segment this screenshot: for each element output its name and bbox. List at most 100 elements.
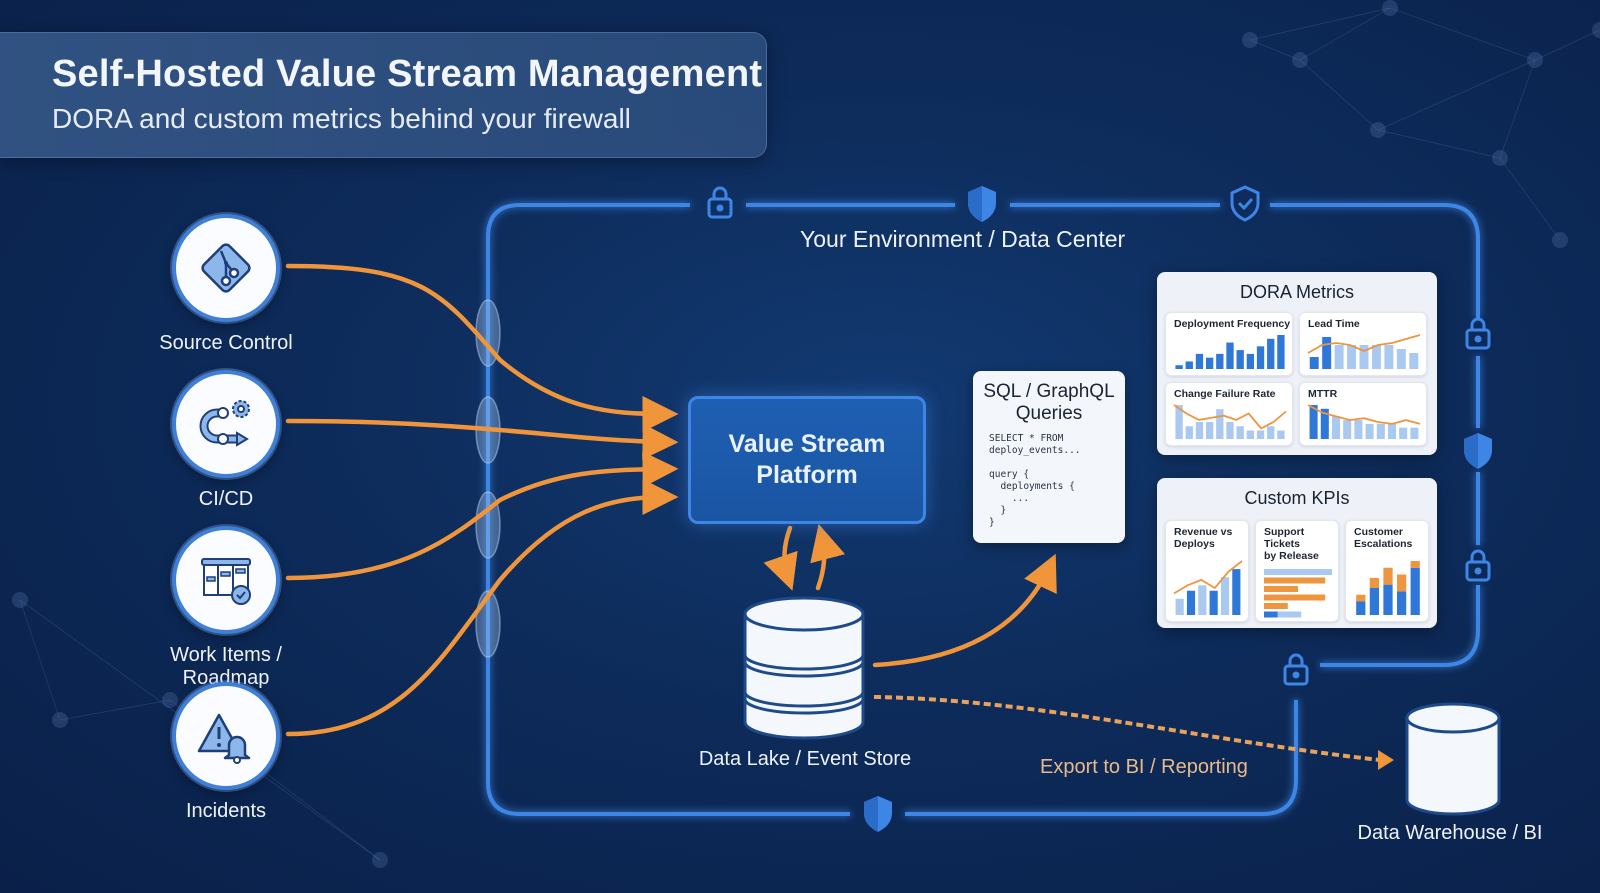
chart-bar xyxy=(1277,430,1285,439)
dora-chart-lead-time[interactable]: Lead Time xyxy=(1299,312,1427,376)
chart-hbar xyxy=(1264,603,1288,609)
alert-bell-icon xyxy=(197,713,251,764)
network-line xyxy=(1499,59,1536,159)
flow-work-items xyxy=(285,451,679,581)
network-line xyxy=(1534,29,1600,61)
chart-bar xyxy=(1384,345,1394,369)
chart-bar xyxy=(1354,420,1363,439)
dora-chart-deployment-frequency[interactable]: Deployment Frequency xyxy=(1165,312,1293,376)
chart-bar xyxy=(1387,423,1397,439)
chart-bar xyxy=(1195,353,1204,369)
network-node xyxy=(1370,122,1386,138)
network-line xyxy=(1377,129,1501,159)
chart-bar xyxy=(1267,338,1275,369)
network-line xyxy=(1249,39,1301,61)
source-node-label: Work Items / Roadmap xyxy=(170,644,282,689)
chart-hbar xyxy=(1264,594,1326,601)
source-node-incidents[interactable]: Incidents xyxy=(126,682,326,823)
query-card[interactable]: SQL / GraphQL Queries SELECT * FROM depl… xyxy=(973,371,1125,543)
source-node-cicd[interactable]: CI/CD xyxy=(126,370,326,511)
chart-bar xyxy=(1205,357,1214,369)
network-line xyxy=(1249,7,1391,41)
change-failure-rate-chart xyxy=(1173,404,1287,439)
chart-bar-segment xyxy=(1383,567,1393,585)
platform-datalake-flows xyxy=(763,523,1057,668)
source-node-source-control[interactable]: Source Control xyxy=(126,214,326,355)
chart-bar xyxy=(1309,357,1319,369)
chart-bar-segment xyxy=(1396,591,1407,615)
chart-hbar xyxy=(1264,569,1332,575)
chart-bar xyxy=(1396,349,1406,369)
chart-bar xyxy=(1246,353,1255,369)
chart-bar xyxy=(1320,408,1329,439)
chart-bar-segment xyxy=(1410,561,1420,568)
chart-bar xyxy=(1226,342,1234,369)
export-label: Export to BI / Reporting xyxy=(1040,756,1248,778)
chart-bar xyxy=(1195,422,1204,439)
chart-bar xyxy=(1309,405,1318,439)
data-lake-label: Data Lake / Event Store xyxy=(698,748,912,770)
chart-bar xyxy=(1175,365,1183,369)
lock-icon xyxy=(707,186,733,219)
chart-bar xyxy=(1236,426,1244,439)
query-card-title: SQL / GraphQL Queries xyxy=(973,381,1125,425)
chart-line xyxy=(1307,404,1421,425)
source-control-circle xyxy=(172,214,280,322)
network-node xyxy=(52,712,68,728)
query-title-line1: SQL / GraphQL xyxy=(983,381,1115,402)
chart-bar xyxy=(1334,345,1344,369)
dora-chart-mttr[interactable]: MTTR xyxy=(1299,382,1427,446)
customer-escalations-chart xyxy=(1356,561,1420,615)
chart-bar-segment xyxy=(1369,588,1380,615)
dora-metrics-panel[interactable]: DORA Metrics Deployment Frequency Lead T… xyxy=(1157,272,1437,455)
network-line xyxy=(59,699,171,721)
page-title: Self-Hosted Value Stream Management xyxy=(52,53,763,95)
chart-bar xyxy=(1376,423,1385,439)
network-node xyxy=(162,692,178,708)
chart-bar xyxy=(1246,430,1255,439)
network-node xyxy=(1492,150,1508,166)
chart-bar xyxy=(1205,422,1214,439)
chart-bar xyxy=(1399,427,1408,439)
flow-source-control xyxy=(285,263,679,432)
kanban-board-icon xyxy=(201,558,251,605)
source-node-work-items[interactable]: Work Items / Roadmap xyxy=(126,526,326,690)
platform-label-line1: Value Stream xyxy=(728,430,886,458)
inbound-flows xyxy=(285,263,679,737)
chart-bar xyxy=(1322,337,1332,369)
data-warehouse-label: Data Warehouse / BI xyxy=(1357,822,1543,844)
chart-bar xyxy=(1209,590,1218,615)
revenue-vs-deploys-chart xyxy=(1173,560,1243,615)
chart-bar xyxy=(1347,345,1357,369)
lock-icon xyxy=(1465,317,1491,350)
network-node xyxy=(1242,32,1258,48)
chart-line xyxy=(1307,334,1421,354)
network-node xyxy=(1292,52,1308,68)
flow-datalake-to-query xyxy=(872,553,1057,668)
chart-hbar xyxy=(1277,611,1302,618)
chart-line xyxy=(1173,404,1287,430)
shield-icon xyxy=(968,186,996,222)
mttr-chart xyxy=(1307,404,1421,439)
network-line xyxy=(1499,157,1561,241)
chart-bar xyxy=(1226,422,1234,439)
source-node-label: Source Control xyxy=(159,332,293,354)
chart-bar xyxy=(1371,345,1381,369)
dora-chart-change-failure-rate[interactable]: Change Failure Rate xyxy=(1165,382,1293,446)
chart-bar xyxy=(1198,585,1207,615)
value-stream-platform[interactable]: Value Stream Platform xyxy=(688,396,926,524)
chart-title: Lead Time xyxy=(1308,318,1360,330)
deployment-frequency-chart xyxy=(1175,335,1285,369)
network-node xyxy=(1592,22,1600,38)
source-node-label: CI/CD xyxy=(198,488,254,510)
network-node xyxy=(1527,52,1543,68)
query-title-line2: Queries xyxy=(1015,403,1083,424)
chart-bar xyxy=(1410,427,1419,439)
firewall-gate xyxy=(475,491,501,559)
